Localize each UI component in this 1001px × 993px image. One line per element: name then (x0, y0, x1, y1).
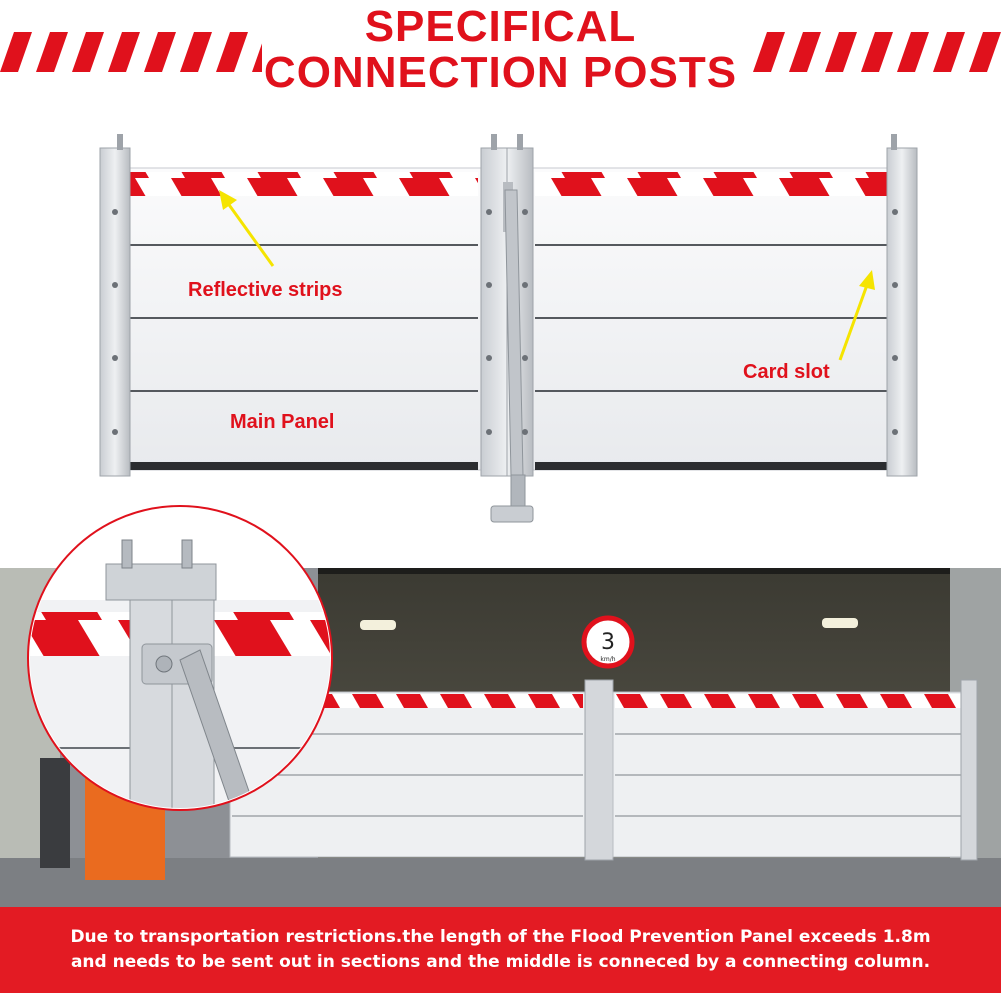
svg-text:3: 3 (601, 630, 615, 655)
right-main-panel (532, 167, 896, 471)
speed-limit-sign: 3 km/h (581, 615, 635, 669)
left-main-panel (122, 167, 484, 471)
page-title-line-1: SPECIFICAL (364, 2, 637, 51)
right-end-post (886, 134, 918, 477)
left-end-post (99, 134, 131, 477)
card-slot-arrow (838, 270, 875, 361)
footer-note-line-1: Due to transportation restrictions.the l… (70, 927, 931, 947)
connecting-post (480, 134, 534, 523)
svg-text:km/h: km/h (600, 656, 615, 663)
page-title-line-2: CONNECTION POSTS (263, 48, 738, 97)
reflective-strips-label: Reflective strips (188, 279, 343, 301)
panel-diagram (99, 134, 918, 523)
installed-panels (229, 679, 978, 861)
left-stripe-band (0, 32, 262, 72)
right-stripe-band (753, 32, 1001, 72)
footer-note: Due to transportation restrictions.the l… (0, 925, 1001, 975)
footer-banner (0, 907, 1001, 993)
footer-note-line-2: and needs to be sent out in sections and… (70, 952, 931, 972)
card-slot-label: Card slot (743, 361, 830, 383)
main-panel-label: Main Panel (230, 411, 335, 433)
post-detail-zoom (27, 505, 333, 811)
reflective-strip-arrow (219, 190, 275, 267)
